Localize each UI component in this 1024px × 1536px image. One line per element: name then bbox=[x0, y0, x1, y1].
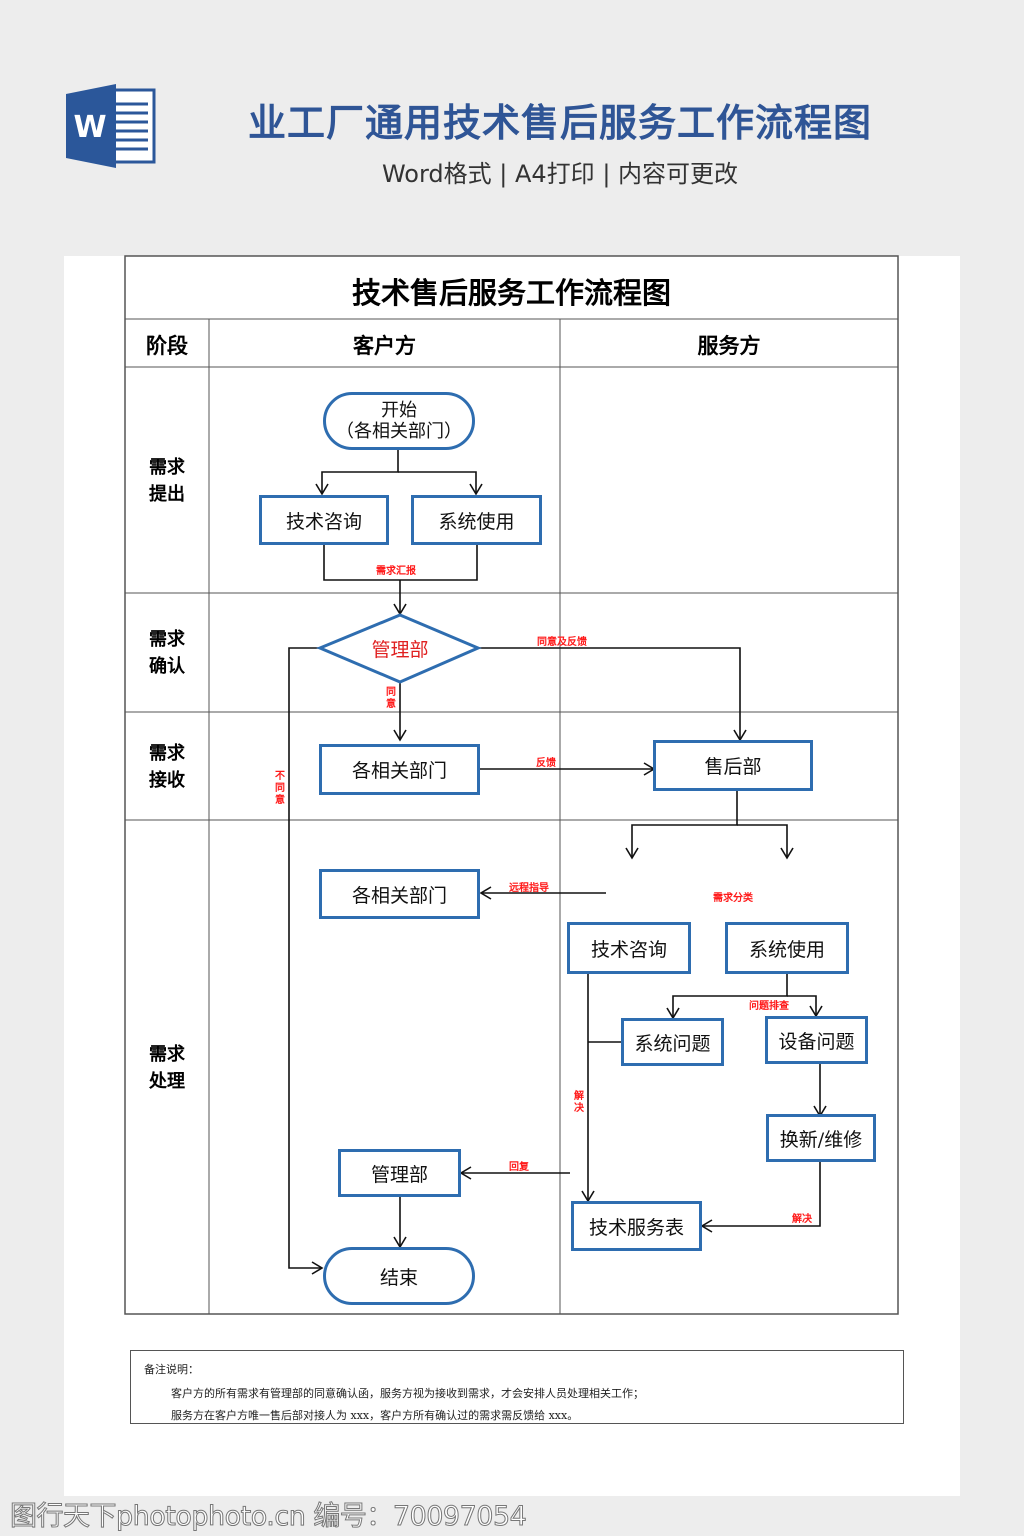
notes-heading: 备注说明： bbox=[144, 1363, 199, 1376]
connector-resolve-right bbox=[700, 1161, 821, 1233]
stage-label-line: 确认 bbox=[149, 656, 185, 677]
system-use-service-node: 系统使用 bbox=[725, 922, 849, 974]
notes-line-1: 客户方的所有需求有管理部的同意确认函，服务方视为接收到需求，才会安排人员处理相关… bbox=[171, 1387, 644, 1400]
stage-label-line: 提出 bbox=[149, 484, 185, 505]
column-header-service: 服务方 bbox=[697, 333, 761, 358]
management-reply-node: 管理部 bbox=[338, 1149, 461, 1197]
connector-start-split bbox=[315, 450, 399, 496]
word-document-icon: W bbox=[66, 84, 156, 168]
table-grid bbox=[124, 255, 899, 1315]
stage-demand-process: 需求 处理 bbox=[147, 1041, 187, 1095]
edge-label-troubleshoot: 问题排查 bbox=[749, 1001, 789, 1012]
decision-label: 管理部 bbox=[371, 639, 429, 661]
connector-agree-feedback bbox=[478, 647, 747, 742]
edge-label-resolve-left: 解决 bbox=[574, 1091, 584, 1114]
stage-demand-submit: 需求 提出 bbox=[147, 454, 187, 508]
stage-label-line: 需求 bbox=[149, 743, 185, 764]
stage-label-line: 处理 bbox=[149, 1071, 185, 1092]
stage-label-line: 需求 bbox=[149, 1044, 185, 1065]
edge-label-resolve-right: 解决 bbox=[792, 1214, 812, 1225]
stage-demand-receive: 需求 接收 bbox=[147, 740, 187, 794]
stage-label-line: 需求 bbox=[149, 629, 185, 650]
edge-label-demand-report: 需求汇报 bbox=[376, 566, 416, 577]
notes-line-2: 服务方在客户方唯一售后部对接人为 xxx，客户方所有确认过的需求需反馈给 xxx… bbox=[171, 1409, 579, 1422]
document-page bbox=[64, 256, 960, 1496]
stage-label-line: 需求 bbox=[149, 457, 185, 478]
svg-text:W: W bbox=[73, 110, 106, 145]
notes-box: 备注说明： 客户方的所有需求有管理部的同意确认函，服务方视为接收到需求，才会安排… bbox=[130, 1350, 904, 1424]
start-sublabel: （各相关部门） bbox=[336, 421, 462, 442]
device-issue-node: 设备问题 bbox=[765, 1016, 868, 1064]
decision-diamond bbox=[316, 613, 482, 684]
page-subtitle: Word格式 | A4打印 | 内容可更改 bbox=[381, 160, 739, 188]
connector-troubleshoot bbox=[666, 973, 788, 1020]
edge-label-agree: 同意 bbox=[386, 687, 396, 710]
column-header-stage: 阶段 bbox=[146, 333, 188, 358]
stage-label-line: 接收 bbox=[149, 770, 185, 791]
edge-label-reply: 回复 bbox=[509, 1162, 529, 1173]
edge-label-disagree: 不同意 bbox=[275, 771, 285, 806]
table-title: 技术售后服务工作流程图 bbox=[351, 276, 671, 310]
edge-label-demand-classify: 需求分类 bbox=[713, 893, 753, 904]
tech-service-form-node: 技术服务表 bbox=[571, 1201, 702, 1251]
page-title: 业工厂通用技术售后服务工作流程图 bbox=[247, 101, 872, 145]
end-node: 结束 bbox=[323, 1247, 475, 1305]
watermark: 图行天下photophoto.cn 编号：70097054 bbox=[9, 1501, 527, 1533]
tech-consult-client-node: 技术咨询 bbox=[259, 495, 389, 545]
departments-remote-node: 各相关部门 bbox=[319, 869, 480, 919]
connector-classify-split-right bbox=[737, 824, 794, 860]
tech-consult-service-node: 技术咨询 bbox=[567, 922, 691, 974]
connector-disagree bbox=[288, 647, 324, 1275]
edge-label-feedback: 反馈 bbox=[536, 758, 556, 769]
stage-demand-confirm: 需求 确认 bbox=[147, 626, 187, 680]
connector-start-split-right bbox=[398, 471, 483, 496]
edge-label-remote-guidance: 远程指导 bbox=[509, 883, 549, 894]
connector-classify-split bbox=[625, 790, 738, 860]
after-sales-node: 售后部 bbox=[653, 740, 813, 791]
replace-repair-node: 换新/维修 bbox=[766, 1114, 876, 1162]
start-node: 开始 （各相关部门） bbox=[323, 392, 475, 450]
system-use-client-node: 系统使用 bbox=[411, 495, 542, 545]
system-issue-node: 系统问题 bbox=[621, 1018, 724, 1066]
start-label: 开始 bbox=[381, 400, 417, 421]
column-header-client: 客户方 bbox=[353, 333, 416, 358]
departments-receive-node: 各相关部门 bbox=[319, 744, 480, 795]
edge-label-agree-feedback: 同意及反馈 bbox=[537, 637, 587, 648]
connector-troubleshoot-right bbox=[787, 995, 823, 1018]
